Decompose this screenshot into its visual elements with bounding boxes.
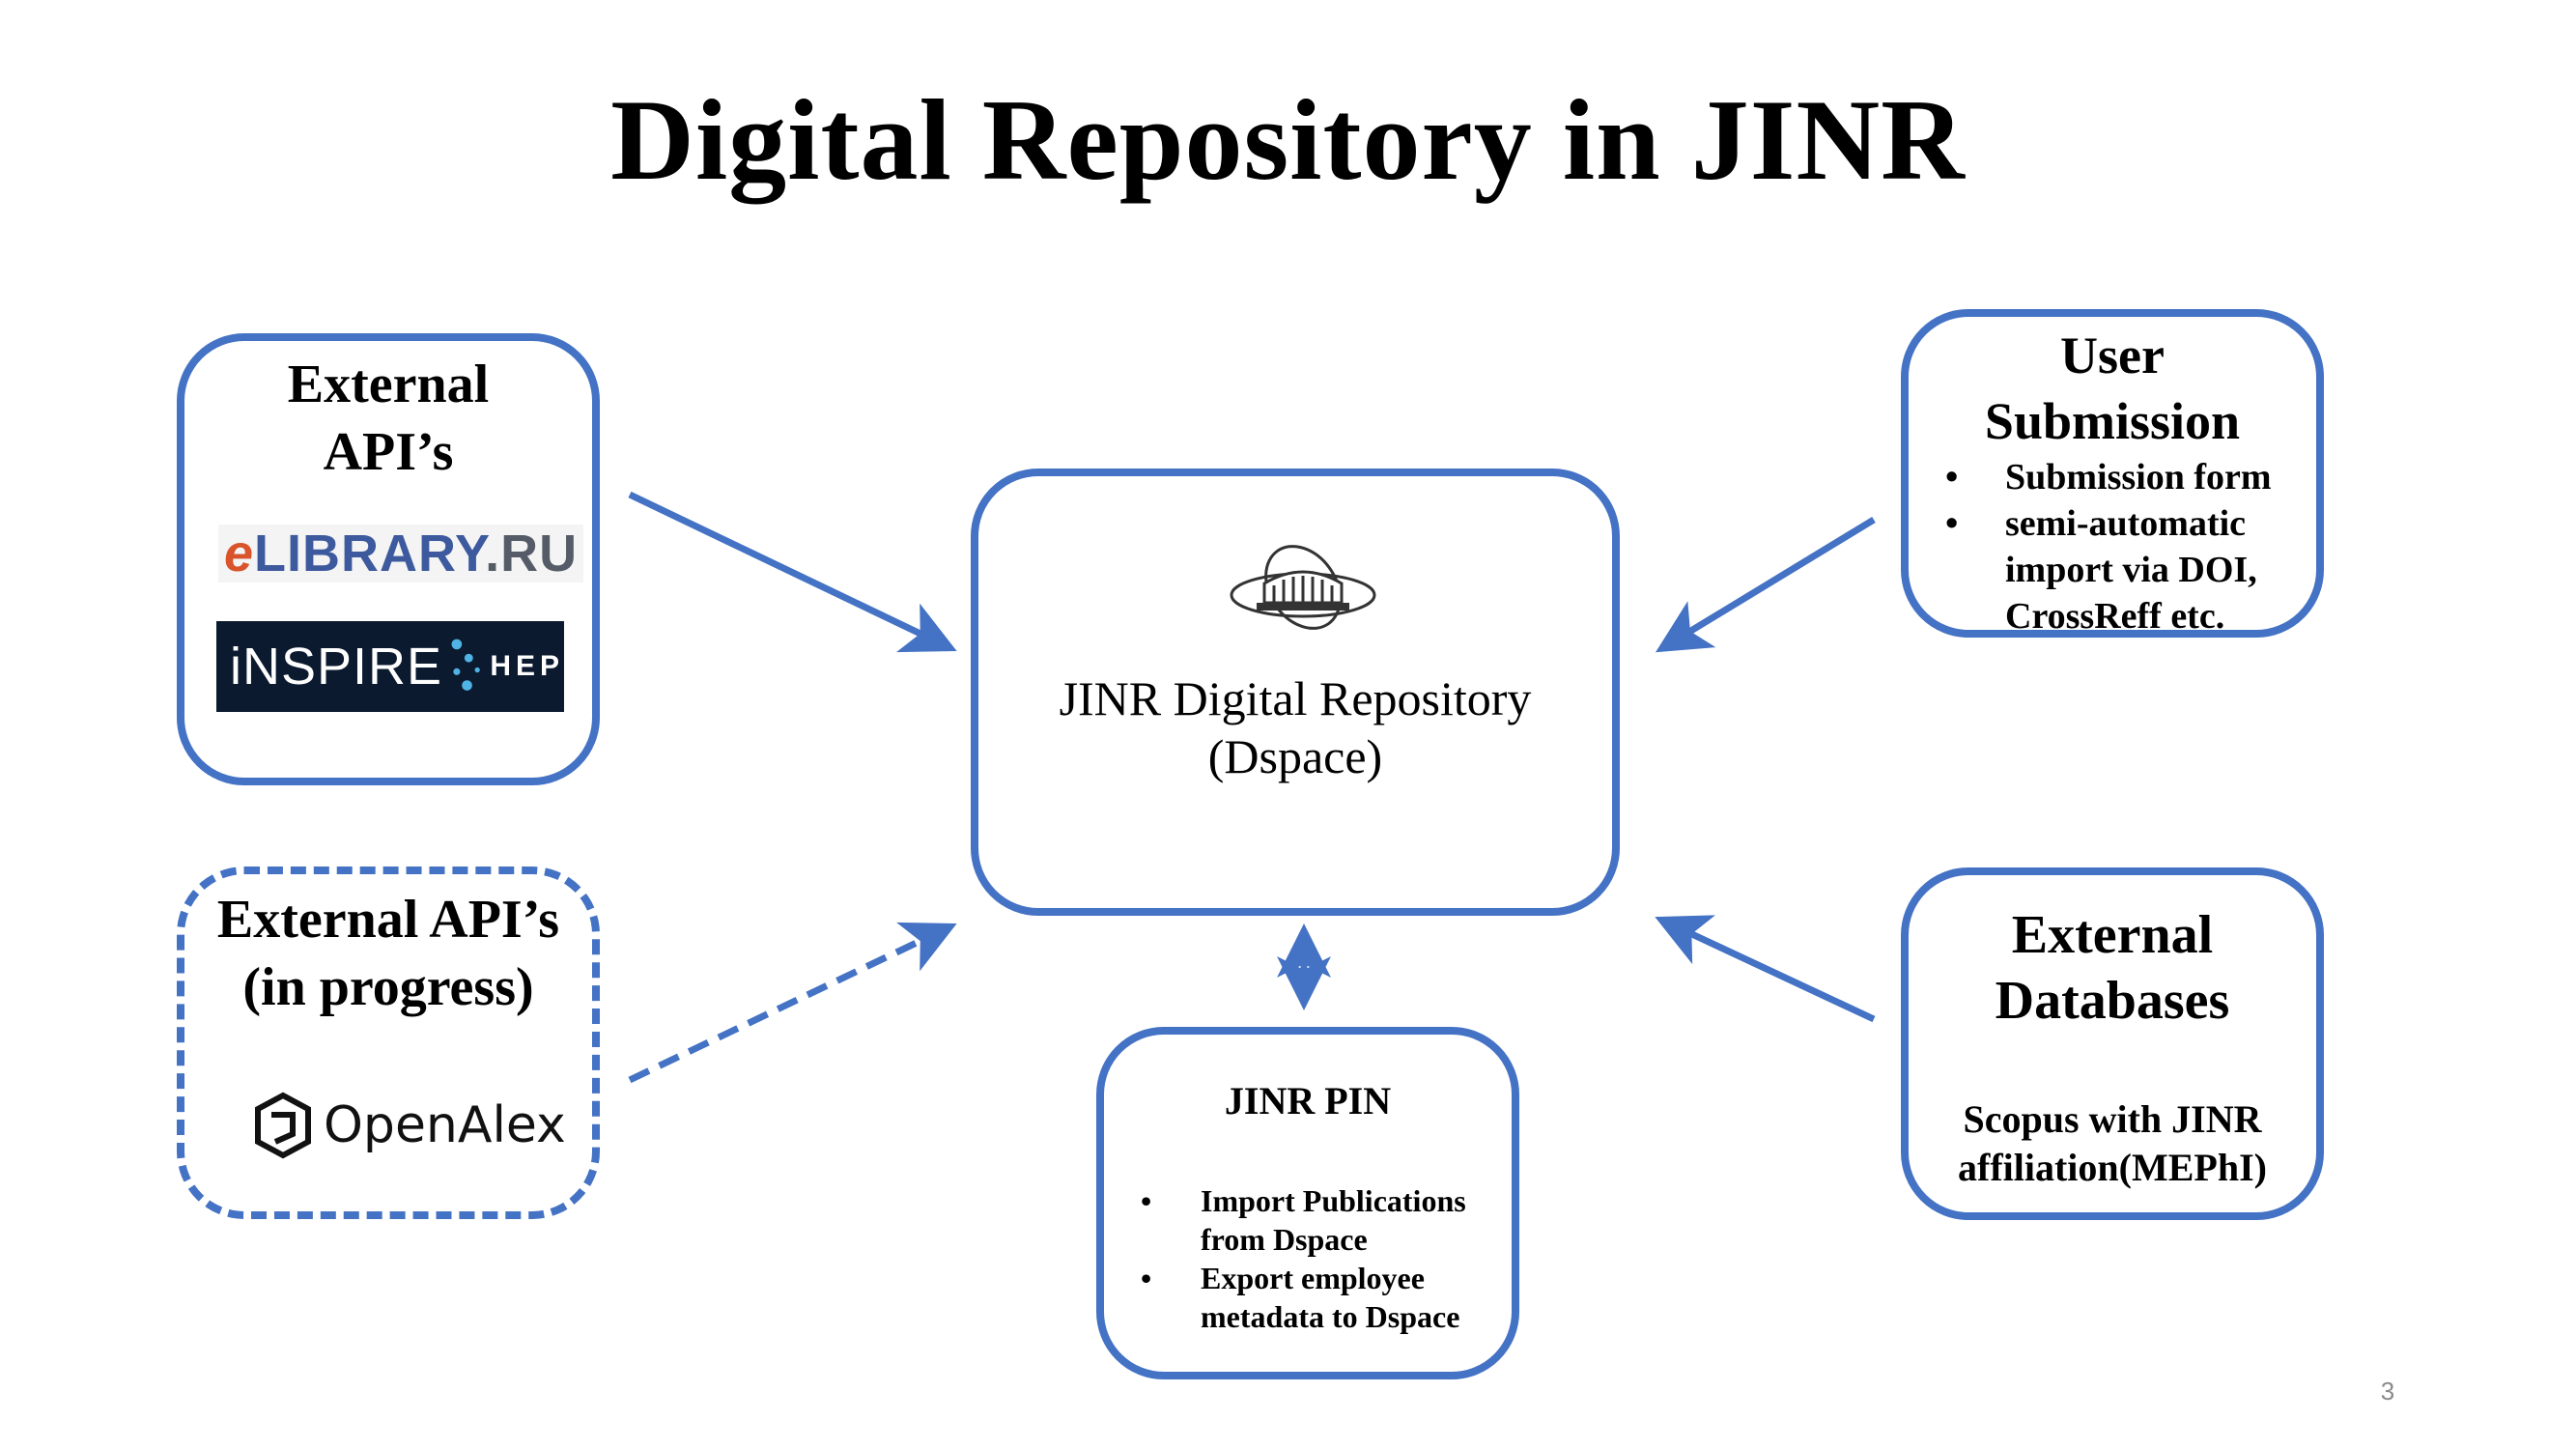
external-databases-title-line1: External: [2011, 905, 2214, 965]
external-databases-body-line1: Scopus with JINR: [1963, 1097, 2262, 1141]
elibrary-logo: eLIBRARY.RU: [218, 525, 584, 582]
external-apis-title-line2: API’s: [323, 422, 454, 482]
arrow-databases-to-repository: [1655, 915, 1876, 1023]
inspire-dots-icon: [451, 639, 480, 691]
page-title: Digital Repository in JINR: [610, 75, 1966, 204]
arrow-external-apis-to-repository: [628, 491, 957, 653]
hep-logo-text: HEP: [490, 650, 564, 682]
openalex-icon: [255, 1092, 311, 1159]
list-item: Export employee metadata to Dspace: [1141, 1259, 1500, 1336]
external-apis-title-line1: External: [287, 355, 490, 414]
repository-label-line1: JINR Digital Repository: [1059, 671, 1532, 725]
user-submission-bullets: Submission form semi-automatic import vi…: [1945, 454, 2314, 639]
arrow-user-submission-to-repository: [1656, 517, 1876, 653]
list-item: semi-automatic import via DOI, CrossReff…: [1945, 500, 2314, 639]
external-apis-in-progress-box: External API’s (in progress) OpenAlex: [177, 867, 600, 1219]
openalex-logo-text: OpenAlex: [324, 1096, 566, 1154]
inspire-logo-text: iNSPIRE: [230, 638, 443, 696]
jinr-logo-icon: [1230, 545, 1376, 630]
list-item: Submission form: [1945, 454, 2314, 500]
in-progress-title-line1: External API’s: [216, 890, 560, 950]
jinr-pin-title: JINR PIN: [1224, 1079, 1392, 1122]
external-apis-box: External API’s eLIBRARY.RU iNSPIRE HEP: [177, 333, 600, 785]
user-submission-title-line2: Submission: [1984, 392, 2241, 450]
list-item: Import Publications from Dspace: [1141, 1181, 1500, 1259]
repository-label-line2: (Dspace): [1207, 729, 1383, 783]
openalex-logo: OpenAlex: [254, 1092, 566, 1159]
arrow-openalex-to-repository: [628, 922, 957, 1084]
external-databases-title-line2: Databases: [1995, 971, 2230, 1031]
in-progress-title-line2: (in progress): [242, 957, 534, 1017]
inspire-hep-logo: iNSPIRE HEP: [216, 621, 564, 712]
user-submission-box: User Submission Submission form semi-aut…: [1901, 309, 2324, 638]
external-databases-body-line2: affiliation(MEPhI): [1958, 1146, 2267, 1189]
page-number: 3: [2380, 1377, 2395, 1406]
user-submission-title-line1: User: [2060, 327, 2165, 384]
jinr-pin-bullets: Import Publications from Dspace Export e…: [1141, 1181, 1500, 1336]
jinr-digital-repository-box: JINR Digital Repository (Dspace): [971, 469, 1620, 916]
jinr-pin-box: JINR PIN Import Publications from Dspace…: [1096, 1027, 1519, 1379]
external-databases-box: External Databases Scopus with JINR affi…: [1901, 867, 2324, 1220]
